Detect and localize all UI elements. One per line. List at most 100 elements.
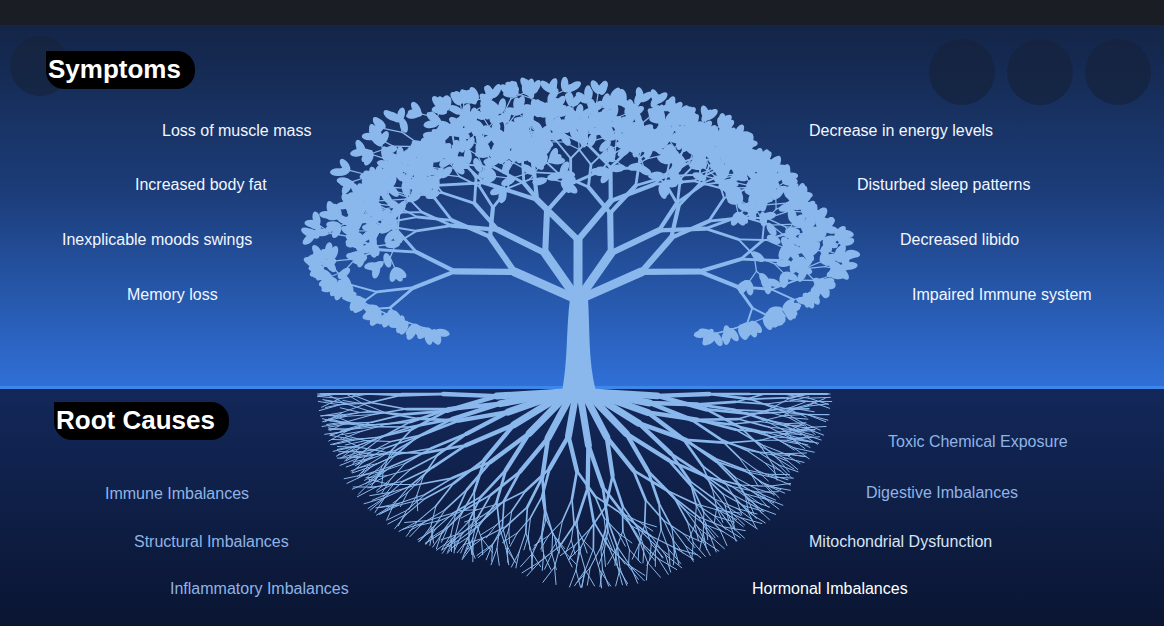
tree-root <box>727 440 760 443</box>
tree-branch <box>641 238 671 272</box>
tree-leaf <box>381 167 397 183</box>
tree-root <box>371 450 392 463</box>
tree-root <box>648 563 661 578</box>
tree-root <box>379 429 412 437</box>
tree-leaf <box>355 252 366 268</box>
tree-root <box>794 403 814 408</box>
tree-root <box>404 411 447 414</box>
tree-root <box>602 536 606 550</box>
tree-root <box>646 563 647 580</box>
tree-root <box>402 393 444 396</box>
tree-root <box>552 554 556 570</box>
tree-root <box>571 522 574 540</box>
tree-root <box>545 554 552 569</box>
tree-root <box>533 534 542 553</box>
tree-root <box>651 536 676 548</box>
tree-root <box>506 548 509 565</box>
tree-leaf <box>471 157 484 174</box>
tree-root <box>395 437 418 456</box>
tree-root <box>511 552 519 567</box>
tree-root <box>787 422 807 424</box>
tree-root <box>417 506 436 522</box>
tree-root <box>577 488 588 521</box>
tree-root <box>664 521 673 540</box>
tree-root <box>627 564 645 575</box>
tree-leaf <box>417 163 434 176</box>
tree-root <box>741 518 758 529</box>
tree-root <box>577 521 579 548</box>
tree-root <box>686 440 728 443</box>
tree-root <box>375 497 385 512</box>
tree-root <box>436 483 454 506</box>
tree-leaf <box>464 149 472 164</box>
tree-leaf <box>454 159 471 171</box>
tree-root <box>521 553 533 566</box>
tree-root <box>399 522 417 532</box>
tree-leaf <box>560 174 577 185</box>
tree-root <box>349 424 376 425</box>
tree-root <box>735 394 764 402</box>
tree-branch <box>578 272 641 300</box>
tree-root <box>447 396 497 411</box>
tree-root <box>738 419 769 427</box>
tree-root <box>766 401 790 404</box>
tree-branch <box>416 252 454 271</box>
tree-root <box>481 538 482 555</box>
tree-leaf <box>368 178 384 187</box>
tree-root <box>420 526 431 541</box>
tree-root <box>810 401 831 402</box>
tree-root <box>346 415 373 417</box>
tree-root <box>625 516 651 536</box>
tree-leaf <box>424 326 436 343</box>
tree-branch <box>636 159 640 186</box>
tree-root <box>377 479 391 490</box>
tree-root <box>346 422 371 431</box>
tree-leaf <box>532 176 548 186</box>
tree-root <box>473 491 475 517</box>
tree-root <box>764 393 788 394</box>
tree-root <box>675 548 697 555</box>
tree-branch <box>699 271 737 286</box>
tree-branch <box>380 250 417 252</box>
tree-root <box>580 392 589 445</box>
tree-leaf <box>385 183 401 199</box>
tree-root <box>761 444 778 459</box>
tree-root <box>768 408 794 410</box>
top-bar <box>0 0 1164 25</box>
tree-leaf <box>558 160 572 177</box>
tree-root <box>658 559 668 575</box>
tree-root <box>604 551 605 567</box>
tree-leaf <box>347 219 363 234</box>
tree-root <box>683 439 702 466</box>
tree-branch <box>607 213 614 253</box>
tree-root <box>351 463 371 471</box>
tree-root <box>433 510 445 529</box>
tree-root <box>685 510 704 524</box>
tree-root <box>527 477 542 507</box>
tree-root <box>321 412 343 416</box>
tree-root <box>426 532 443 543</box>
tree-canopy <box>300 76 861 392</box>
tree-root <box>786 430 807 433</box>
tree-root <box>618 568 623 585</box>
tree-root <box>569 570 576 587</box>
tree-root <box>380 455 395 472</box>
tree-root <box>640 541 648 562</box>
tree-root <box>343 394 354 395</box>
tree-root <box>618 511 638 521</box>
tree-branch <box>451 226 498 230</box>
tree-root <box>750 398 783 399</box>
tree-root <box>574 522 582 539</box>
deco-circle <box>1085 39 1151 105</box>
tree-branch <box>435 199 452 220</box>
tree-root <box>585 570 594 586</box>
tree-root <box>565 552 573 567</box>
tree-root <box>595 496 604 518</box>
tree-root <box>572 499 574 522</box>
tree-root <box>481 538 492 553</box>
tree-root <box>738 410 768 419</box>
tree-branch <box>771 224 795 226</box>
tree-root <box>644 500 647 525</box>
tree-root <box>542 477 545 509</box>
